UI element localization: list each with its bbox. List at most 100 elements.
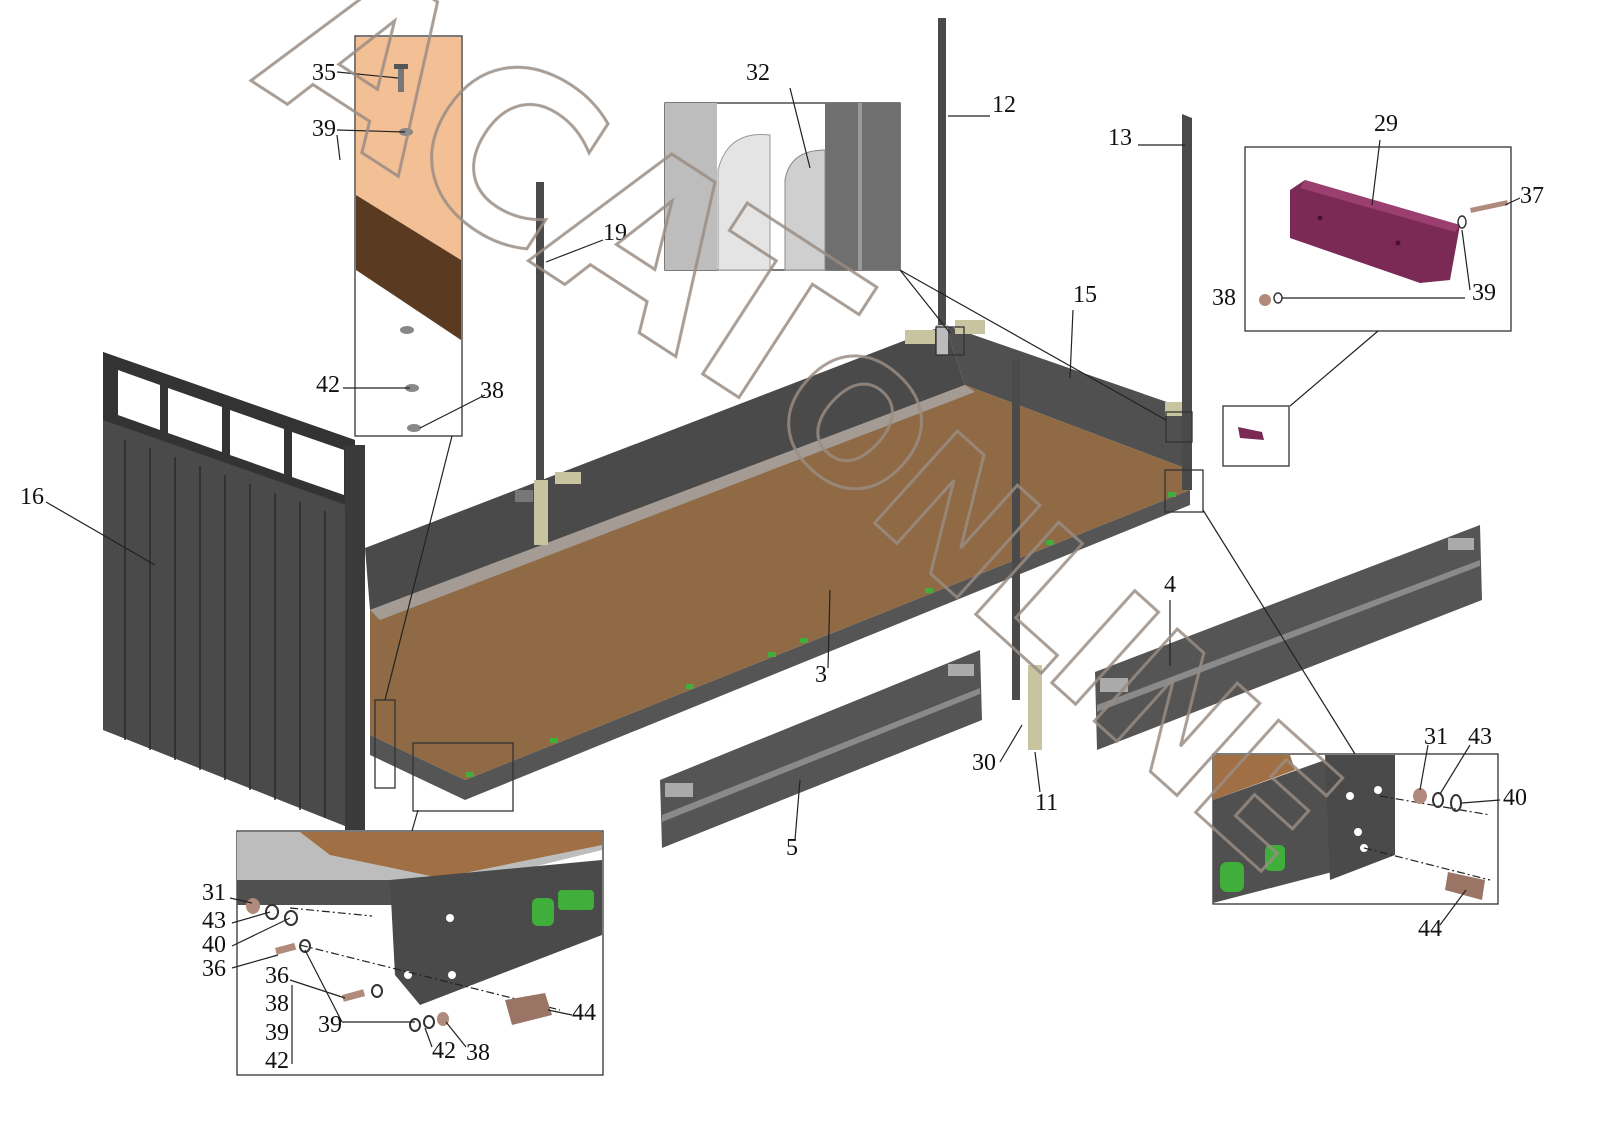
axis-line (1363, 847, 1491, 881)
stake-middle (1012, 360, 1020, 700)
callout-38-lower: 38 (466, 1040, 490, 1066)
callout-43-right: 43 (1468, 724, 1492, 750)
lock-bracket (1448, 538, 1474, 550)
callout-29: 29 (1374, 111, 1398, 137)
callout-31-right: 31 (1424, 724, 1448, 750)
inset-board-edge (356, 195, 461, 340)
axis-line (289, 907, 373, 917)
callout-4: 4 (1164, 572, 1176, 598)
callout-15: 15 (1073, 282, 1097, 308)
callout-16: 16 (20, 484, 44, 510)
bolt-hole (446, 914, 454, 922)
profile-left-curl (717, 133, 771, 271)
washer-42 (405, 384, 419, 392)
lock-bracket (948, 664, 974, 676)
nut-31 (1413, 788, 1427, 804)
callout-12: 12 (992, 92, 1016, 118)
callout-39: 39 (312, 116, 336, 142)
stake-19 (536, 182, 544, 500)
side-board-4 (1095, 525, 1482, 750)
platform-assembly (365, 320, 1190, 800)
washer-43 (1432, 792, 1444, 808)
marker-box (1164, 469, 1204, 513)
washer (400, 326, 414, 334)
side-board-4-rib (1097, 560, 1480, 712)
stake-13 (1182, 114, 1192, 490)
bolt-hole (448, 971, 456, 979)
profile-right-curl (784, 149, 826, 271)
bumper-thumbnail (1222, 405, 1290, 467)
rear-side-board (365, 325, 965, 610)
side-board-5-panel (660, 650, 982, 848)
marker-box (1165, 411, 1193, 443)
washer-39 (399, 128, 413, 136)
callout-37: 37 (1520, 183, 1544, 209)
lock-bracket (665, 783, 693, 797)
side-board-5 (660, 650, 982, 848)
profile-bg (665, 103, 717, 270)
callout-3: 3 (815, 662, 827, 688)
stakes (534, 18, 1192, 750)
thumbnail-frame (1222, 405, 1290, 467)
callout-32: 32 (746, 60, 770, 86)
hinge-bracket (955, 320, 985, 334)
hinge-bracket (515, 490, 533, 502)
bolt-hole (1346, 792, 1354, 800)
callout-43-left: 43 (202, 908, 226, 934)
corner-end-plate (390, 860, 602, 1005)
callout-31-left: 31 (202, 880, 226, 906)
stake-19-foot (534, 480, 548, 545)
callout-42-stack: 42 (265, 1048, 289, 1074)
callout-labels: 35 39 42 38 32 12 13 19 15 29 37 38 39 1… (20, 60, 1544, 1074)
callout-5: 5 (786, 835, 798, 861)
bumper-thumbnail-shape (1238, 427, 1264, 440)
callout-39-bumper: 39 (1472, 280, 1496, 306)
floor-edge-rim (370, 385, 975, 620)
profile-post-edge (858, 103, 862, 270)
callout-40-right: 40 (1503, 785, 1527, 811)
profile-post (825, 103, 900, 270)
inset-bolt-detail (354, 35, 463, 437)
corner-floor (300, 832, 602, 878)
door-window (168, 388, 222, 452)
nut-38 (407, 424, 421, 432)
callout-30: 30 (972, 750, 996, 776)
floor-panel (370, 385, 1190, 780)
callout-38: 38 (480, 378, 504, 404)
green-plug (558, 890, 594, 910)
washer-40 (1450, 794, 1462, 812)
bolt-hole (1354, 828, 1362, 836)
callout-35: 35 (312, 60, 336, 86)
inset-frame (354, 35, 463, 437)
bolt-44 (1445, 872, 1485, 900)
washer-39 (1457, 215, 1467, 229)
axis-line (299, 944, 561, 1011)
callout-38-bumper: 38 (1212, 285, 1236, 311)
inset-frame (236, 830, 604, 1076)
callout-40-left: 40 (202, 932, 226, 958)
callout-39-stack: 39 (265, 1020, 289, 1046)
hinge-bracket (555, 472, 581, 484)
inset-corner-right (1212, 753, 1499, 905)
rear-door-16 (103, 352, 365, 830)
callout-38-stack: 38 (265, 991, 289, 1017)
end-board-15 (945, 325, 1190, 470)
callout-44-right: 44 (1418, 916, 1442, 942)
inset-corner-left (236, 830, 604, 1076)
corner-side (1213, 760, 1340, 903)
callout-36-left: 36 (202, 956, 226, 982)
door-hinge-post (345, 445, 365, 830)
door-window (230, 410, 284, 474)
door-window (292, 432, 344, 495)
door-ribs (124, 440, 326, 818)
stake-12-foot (936, 325, 948, 355)
rail-plugs (466, 492, 1176, 777)
green-plug (532, 898, 554, 926)
bumper-29 (1290, 180, 1460, 283)
bolt-35 (398, 66, 404, 92)
leader-lines (45, 71, 1521, 1064)
corner-floor (1213, 755, 1295, 800)
stake-12 (938, 18, 946, 355)
callout-13: 13 (1108, 125, 1132, 151)
